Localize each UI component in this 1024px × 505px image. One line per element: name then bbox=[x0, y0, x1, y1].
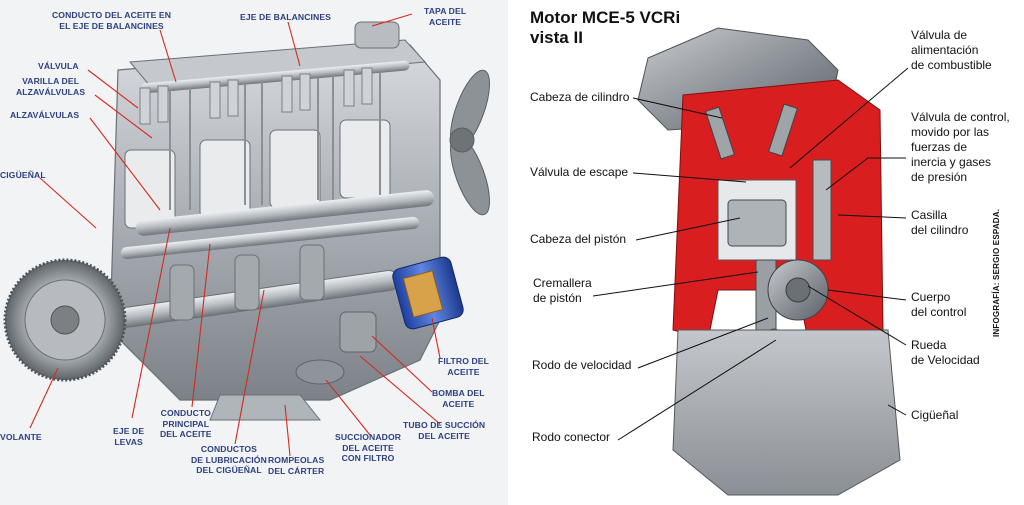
label-rodo-conector: Rodo conector bbox=[532, 430, 611, 444]
label-rueda-velocidad: Rueda de Velocidad bbox=[911, 338, 980, 367]
flywheel bbox=[3, 258, 127, 382]
diagram-title: Motor MCE-5 VCRi vista II bbox=[530, 8, 681, 47]
label-ciguenal: CIGÜEÑAL bbox=[0, 170, 46, 180]
label-valvula-alimentacion: Válvula de alimentación de combustible bbox=[911, 28, 992, 72]
label-valvula: VÁLVULA bbox=[38, 61, 79, 71]
rocker-shaft bbox=[140, 60, 410, 94]
valve-springs bbox=[139, 67, 373, 125]
label-eje-levas: EJE DE LEVAS bbox=[113, 426, 145, 447]
label-eje-balancines: EJE DE BALANCINES bbox=[240, 12, 331, 22]
credit-vertical: INFOGRAFÍA: SERGIO ESPADA. bbox=[992, 208, 1001, 337]
control-valve bbox=[812, 159, 832, 261]
valves bbox=[704, 103, 799, 160]
oil-pump bbox=[339, 311, 377, 353]
label-bomba: BOMBA DEL ACEITE bbox=[432, 388, 485, 409]
label-casilla-cilindro: Casilla del cilindro bbox=[911, 208, 969, 237]
right-leader-lines bbox=[592, 67, 909, 441]
label-filtro: FILTRO DEL ACEITE bbox=[438, 356, 489, 377]
label-valvula-escape: Válvula de escape bbox=[530, 165, 629, 179]
label-alzavalvulas: ALZAVÁLVULAS bbox=[10, 110, 80, 120]
label-conducto-aceite-eje: CONDUCTO DEL ACEITE EN EL EJE DE BALANCI… bbox=[52, 10, 172, 31]
mce5-cutaway-diagram bbox=[508, 0, 1024, 505]
piston bbox=[727, 199, 787, 247]
label-cabeza-piston: Cabeza del pistón bbox=[530, 232, 627, 246]
label-ciguenal-right: Cigüeñal bbox=[911, 408, 959, 422]
engine-illustration bbox=[3, 13, 490, 457]
engine-lubrication-diagram: CONDUCTO DEL ACEITE EN EL EJE DE BALANCI… bbox=[0, 0, 508, 505]
label-valvula-control: Válvula de control, movido por las fuerz… bbox=[911, 110, 1010, 184]
fan bbox=[449, 69, 490, 216]
label-rompeolas: ROMPEOLAS DEL CÁRTER bbox=[268, 455, 325, 476]
label-cremallera-piston: Cremallera de pistón bbox=[533, 276, 592, 305]
crankshaft bbox=[100, 244, 400, 330]
cutaway-illustration bbox=[592, 27, 909, 496]
oil-pickup bbox=[295, 359, 345, 385]
label-rodo-velocidad: Rodo de velocidad bbox=[532, 358, 632, 372]
label-cuerpo-control: Cuerpo del control bbox=[911, 290, 967, 319]
oil-pan bbox=[209, 394, 322, 421]
leader-lines bbox=[29, 13, 441, 457]
oil-filter bbox=[392, 256, 464, 330]
camshaft bbox=[135, 190, 435, 236]
main-oil-gallery bbox=[120, 216, 420, 260]
label-succionador: SUCCIONADOR DEL ACEITE CON FILTRO bbox=[335, 432, 402, 463]
label-volante: VOLANTE bbox=[0, 432, 42, 442]
cylinders bbox=[124, 119, 391, 229]
label-varilla-alzavalvulas: VARILLA DEL ALZAVÁLVULAS bbox=[16, 76, 86, 97]
push-rods bbox=[169, 72, 381, 210]
speed-wheel-hub bbox=[785, 277, 811, 303]
cylinder-head bbox=[128, 39, 427, 87]
oil-cap bbox=[354, 21, 400, 49]
label-cabeza-cilindro: Cabeza de cilindro bbox=[530, 90, 630, 104]
label-tubo-succion: TUBO DE SUCCIÓN DEL ACEITE bbox=[403, 420, 486, 441]
label-conducto-principal: CONDUCTO PRINCIPAL DEL ACEITE bbox=[160, 408, 212, 439]
label-conductos-lubricacion: CONDUCTOS DE LUBRICACIÓN DEL CIGÜEÑAL bbox=[191, 444, 267, 475]
oil-pan-right bbox=[672, 329, 901, 496]
label-tapa-aceite: TAPA DEL ACEITE bbox=[424, 6, 467, 27]
